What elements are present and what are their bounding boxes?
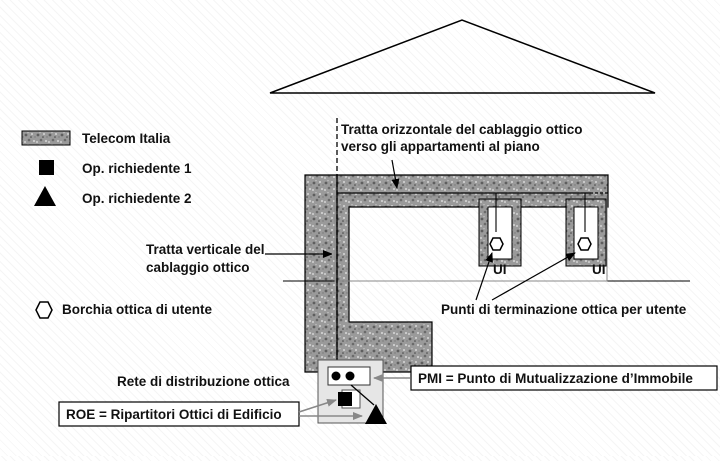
label-terminazione: Punti di terminazione ottica per utente: [441, 302, 687, 317]
pmi-connector-icon: [331, 371, 341, 381]
apartment-unit-2: [565, 198, 607, 267]
pmi-connector-icon: [345, 371, 355, 381]
label-orizzontale-1: Tratta orizzontale del cablaggio ottico: [341, 122, 583, 137]
pmi-callout: [410, 365, 718, 391]
legend-borchia: Borchia ottica di utente: [62, 302, 213, 317]
legend-telecom: Telecom Italia: [82, 131, 171, 146]
op1-roe-square-icon: [338, 392, 352, 406]
label-pmi: PMI = Punto di Mutualizzazione d’Immobil…: [418, 371, 693, 386]
op1-square-icon: [39, 160, 54, 175]
label-orizzontale-2: verso gli appartamenti al piano: [341, 139, 540, 154]
telecom-swatch: [21, 130, 71, 146]
arrow-terminazione-2: [491, 252, 576, 301]
arrow-terminazione-1: [475, 252, 493, 301]
arrow-roe-1: [298, 398, 337, 413]
legend-op1: Op. richiedente 1: [82, 161, 192, 176]
building-structure: [304, 174, 609, 373]
floor-outline: [334, 195, 608, 282]
roe-callout: [58, 401, 300, 427]
op2-triangle-icon: [34, 186, 56, 206]
label-rete: Rete di distribuzione ottica: [117, 374, 290, 389]
pmi-to-op2-fiber: [350, 384, 375, 406]
borchia-hexagon-icon: [35, 301, 53, 319]
label-roe: ROE = Ripartitori Ottici di Edificio: [66, 407, 282, 422]
op2-roe-triangle-icon: [365, 404, 387, 424]
legend-op2: Op. richiedente 2: [82, 191, 192, 206]
ui-label-1: UI: [493, 262, 507, 277]
apartment-unit-1: [478, 198, 522, 267]
socket-hexagon-icon: [577, 237, 592, 251]
socket-hexagon-icon: [489, 237, 504, 251]
label-verticale-2: cablaggio ottico: [146, 260, 250, 275]
roof-outline: [269, 19, 656, 94]
ui-label-2: UI: [592, 262, 606, 277]
label-verticale-1: Tratta verticale del: [146, 242, 265, 257]
arrow-orizzontale: [391, 159, 400, 189]
